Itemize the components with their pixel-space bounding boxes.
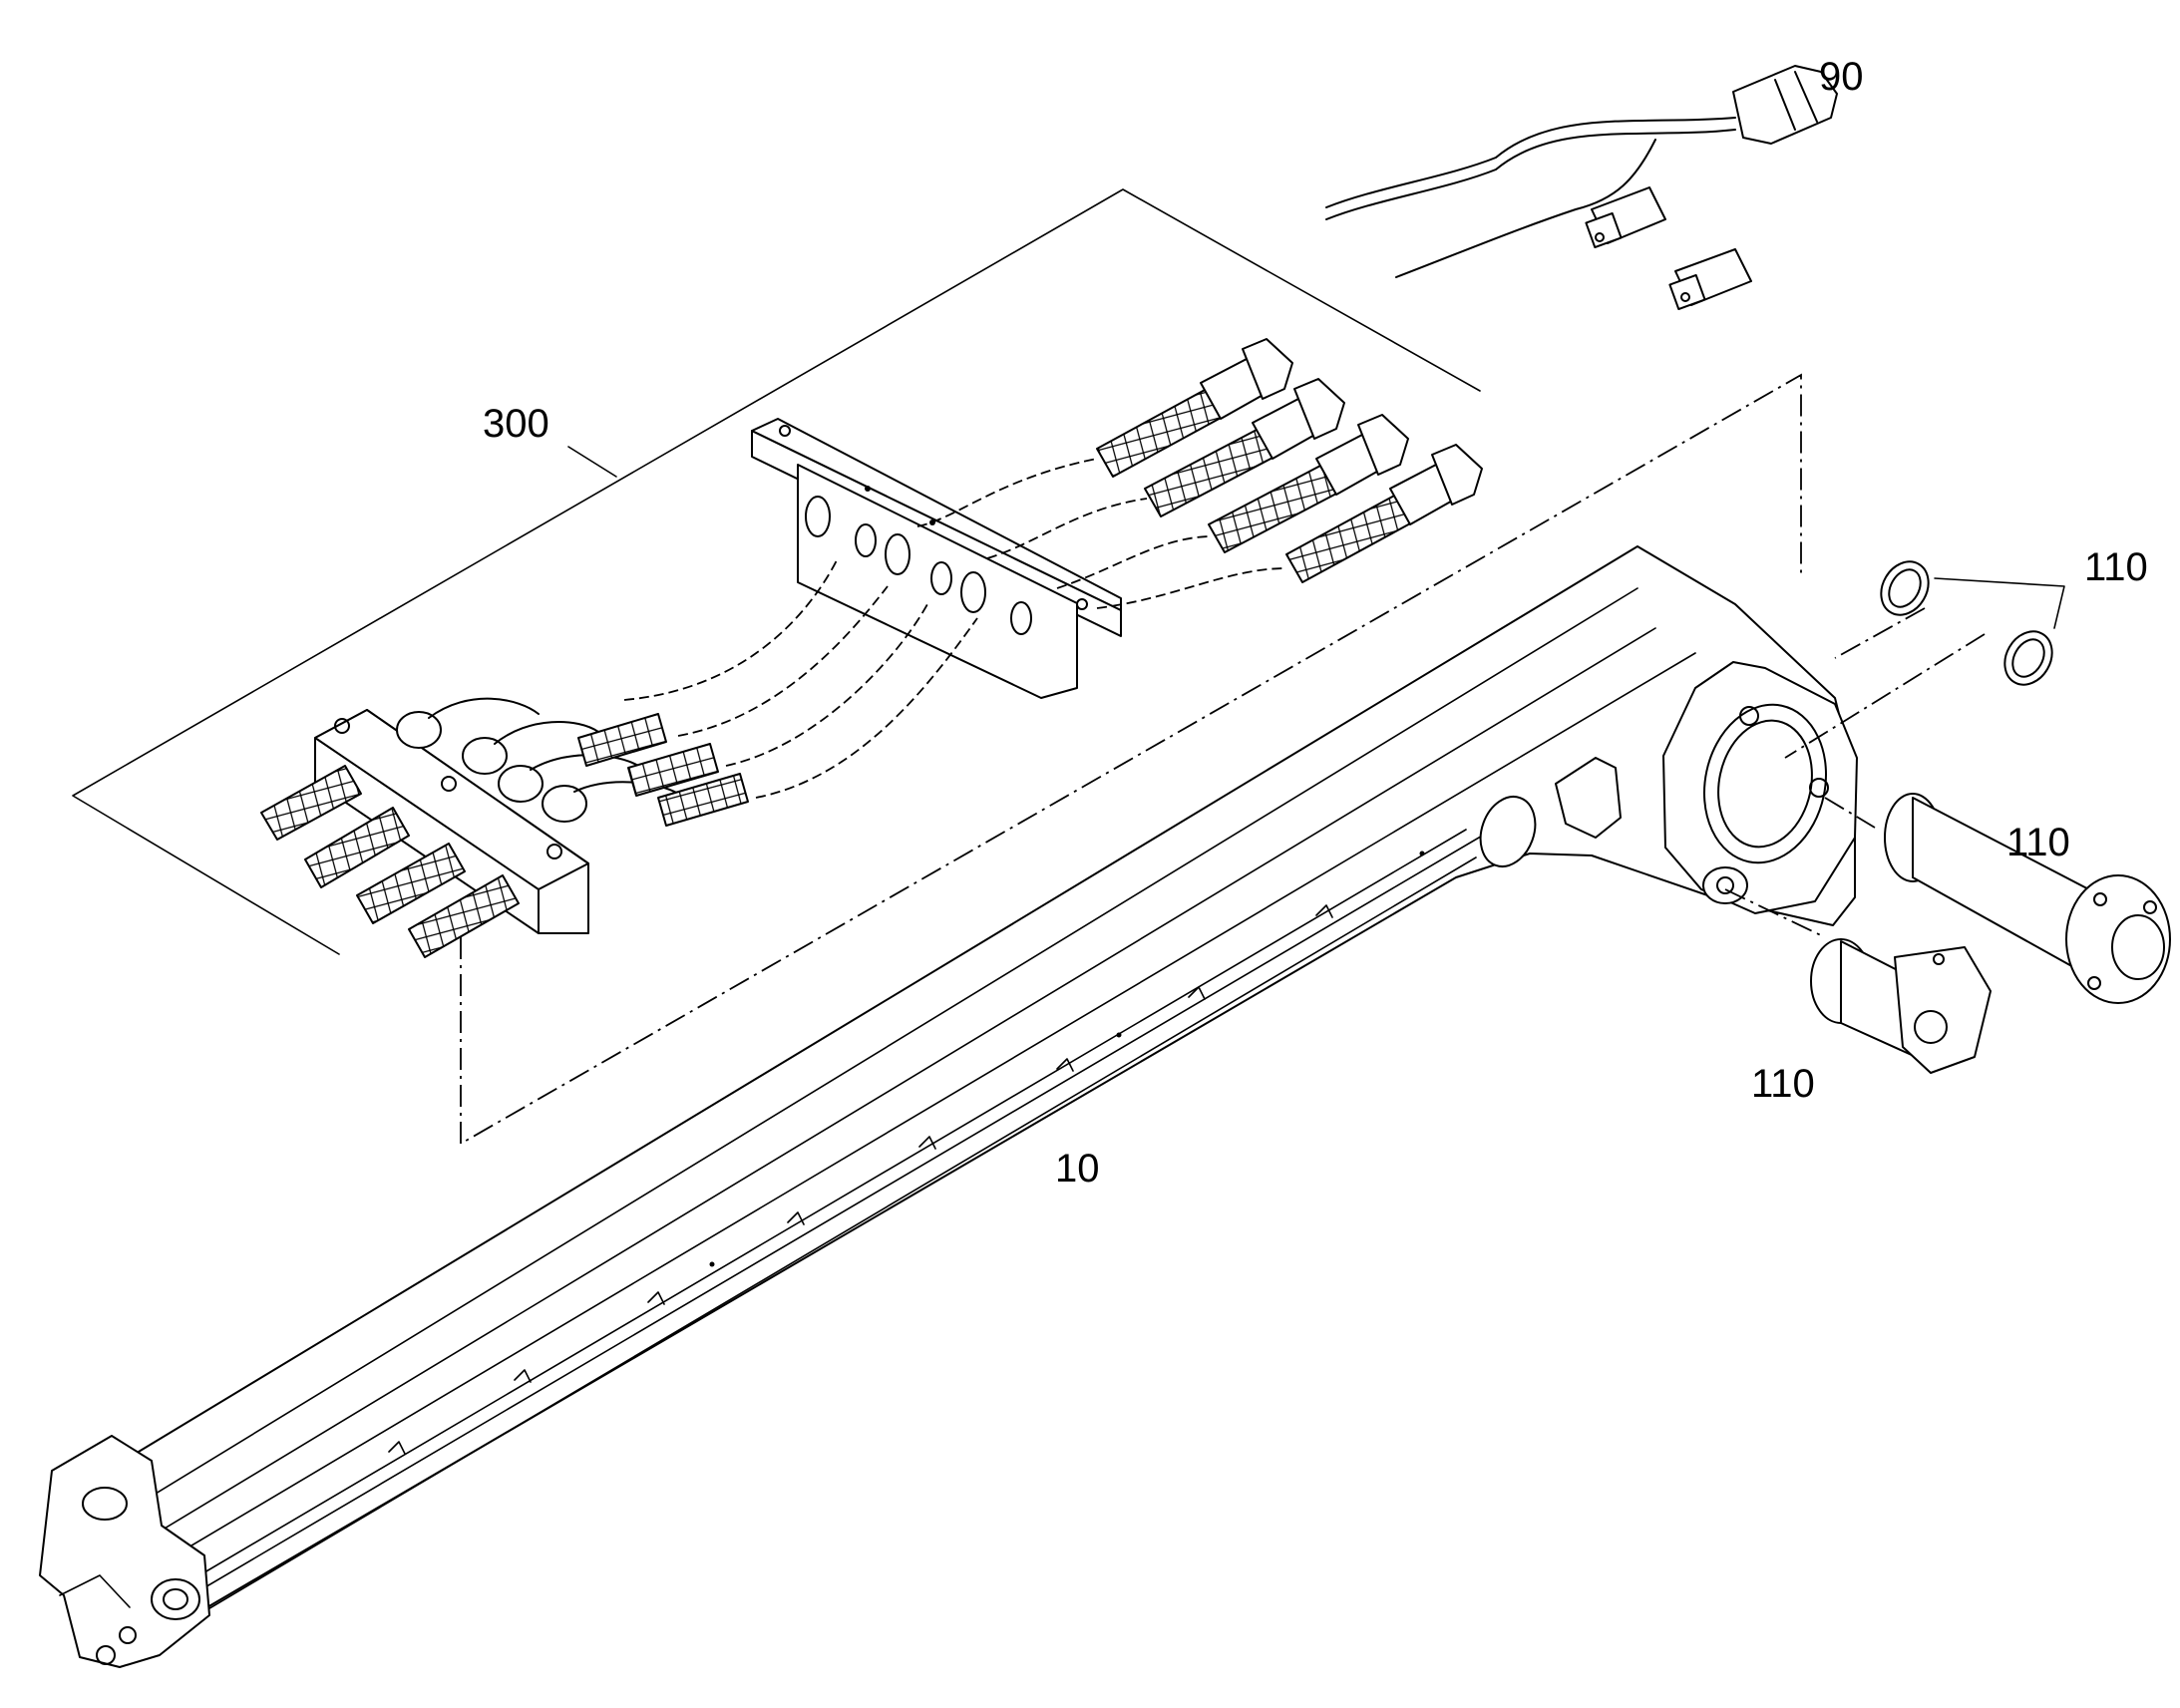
hose-fitting-4	[1285, 444, 1483, 583]
cable-harness	[1325, 65, 1838, 311]
hose-fitting-2	[1144, 378, 1345, 517]
callout-leaders	[567, 446, 617, 478]
callout-cable-harness: 90	[1819, 55, 1864, 99]
callout-hose-block: 300	[483, 402, 549, 446]
hose-connector-block	[260, 418, 1122, 958]
connector-bottom	[1668, 248, 1752, 311]
hose-fitting-1	[1096, 338, 1293, 478]
routing-centerlines	[460, 373, 1986, 1146]
hose-assembly-group-frame	[72, 188, 1481, 955]
callout-boom: 10	[1055, 1147, 1100, 1191]
short-pin	[1810, 938, 1992, 1074]
connector-left	[1585, 186, 1666, 249]
threaded-hose-fittings	[1096, 338, 1483, 583]
front-hose-stubs	[260, 765, 520, 958]
callout-labels: 10 90 300 110 110 110	[483, 55, 2148, 1191]
hose-routing-dashes	[623, 458, 1287, 799]
connector-top	[1732, 65, 1838, 145]
boom-pivot-bracket	[1479, 661, 1858, 914]
elbow-hose-stubs	[577, 713, 749, 827]
boom-rivets	[388, 851, 1425, 1455]
callout-short-pin: 110	[1751, 1062, 1815, 1106]
callout-long-pin: 110	[2006, 821, 2070, 864]
elbow-fittings	[396, 697, 679, 823]
long-pin	[1884, 793, 2171, 1004]
boom-arm	[39, 545, 1858, 1668]
hose-fitting-3	[1208, 414, 1409, 553]
boom-head	[39, 1435, 210, 1668]
o-rings	[1880, 560, 2065, 686]
callout-o-rings: 110	[2084, 545, 2148, 589]
